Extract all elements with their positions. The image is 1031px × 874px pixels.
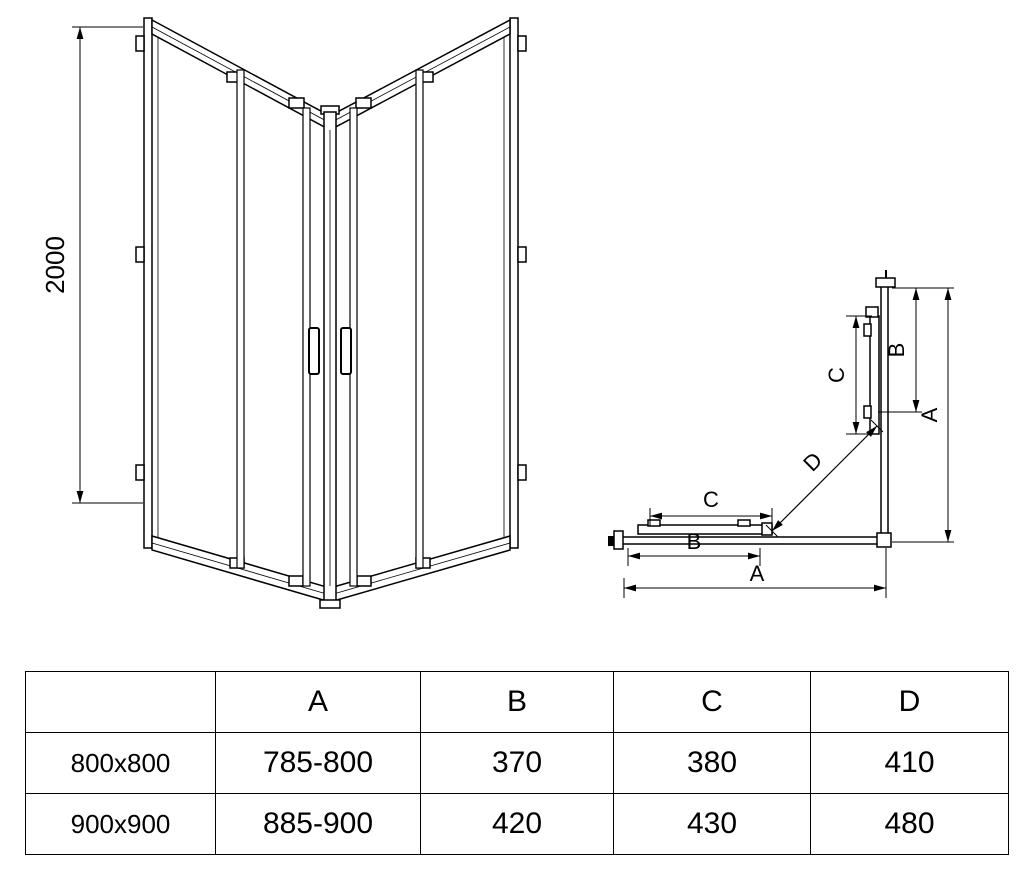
value-cell-b: 370 [420,732,614,794]
table-header-b: B [420,671,614,733]
front-view: 2000 [40,17,527,609]
plan-dimension-labels: C B A C B A D [687,343,942,586]
dim-label-a-vertical: A [917,407,942,422]
height-dimension [72,26,143,504]
table-header-d: D [810,671,1009,733]
dim-label-c-vertical: C [824,367,849,383]
right-wall-profile [509,17,519,549]
table-header-size [25,671,216,733]
shower-enclosure-diagram: 2000 [40,17,954,609]
table-header-row: A B C D [25,671,1009,733]
right-wall-bracket [517,246,527,263]
plan-structure [608,270,896,550]
plan-view: C B A C B A D [608,270,954,598]
table-header-c: C [613,671,811,733]
table-header-a: A [215,671,421,733]
plan-corner-block [876,532,892,548]
size-cell: 900x900 [25,793,216,855]
door-handle-left [308,327,320,375]
plan-dimensions [623,287,954,598]
table-row: 800x800 785-800 370 380 410 [25,732,1009,794]
size-cell: 800x800 [25,732,216,794]
dim-label-b-horizontal: B [687,529,702,554]
door-handle-right [340,327,352,375]
value-cell-b: 420 [420,793,614,855]
value-cell-a: 885-900 [215,793,421,855]
value-cell-a: 785-800 [215,732,421,794]
plan-door-endcap [865,306,879,318]
dim-label-a-horizontal: A [750,561,765,586]
table-row: 900x900 885-900 420 430 480 [25,793,1009,855]
corner-post-foot [319,599,341,609]
plan-top-wall-end [875,277,896,288]
dim-label-b-vertical: B [884,343,909,358]
roller-bracket [355,97,372,109]
right-wall-bracket [517,464,527,481]
bottom-guide [356,575,372,587]
value-cell-c: 430 [613,793,811,855]
enclosure-structure [135,17,527,609]
plan-door-clip [737,519,751,527]
bottom-guide [288,575,304,587]
plan-bottom-wall [621,536,889,545]
value-cell-c: 380 [613,732,811,794]
roller-bracket [288,97,305,109]
value-cell-d: 480 [810,793,1009,855]
fixed-panel-divider-right [415,69,424,569]
plan-right-wall [880,285,889,545]
dimensions-table: A B C D 800x800 785-800 370 380 410 900x… [25,671,1009,855]
plan-door-clip [647,519,661,527]
diagonal-dimension-line [771,425,878,532]
left-wall-profile [143,17,153,549]
dim-label-d-diagonal: D [798,447,827,476]
height-dimension-label: 2000 [40,236,70,294]
left-wall-bracket [135,464,145,481]
plan-door-clip [863,323,872,337]
value-cell-d: 410 [810,732,1009,794]
dim-label-c-horizontal: C [703,487,719,512]
plan-left-wall-end [613,530,624,550]
left-wall-bracket [135,246,145,263]
right-wall-bracket [517,35,527,52]
plan-door-clip [863,405,872,419]
left-wall-bracket [135,35,145,52]
fixed-panel-divider-left [236,69,245,569]
plan-left-wall-cap [608,536,614,546]
